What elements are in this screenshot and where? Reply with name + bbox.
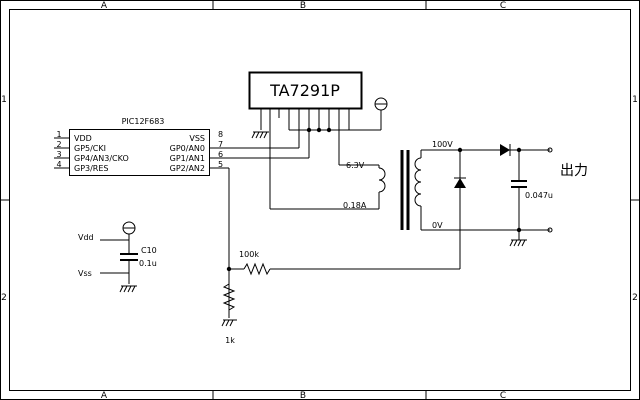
mcu-pin-gp0: GP0/AN0 [170, 144, 205, 153]
mcu-pin-gp3: GP3/RES [74, 164, 109, 173]
svg-text:4: 4 [56, 160, 61, 169]
secondary-high: 100V [432, 140, 453, 149]
svg-text:3: 3 [56, 150, 61, 159]
diode-output [500, 144, 510, 156]
output-cap-value: 0.047u [525, 191, 553, 200]
output-terminal-plus [547, 147, 553, 153]
mcu-pin-gp5: GP5/CKI [74, 144, 106, 153]
diode-sense [454, 178, 466, 188]
mcu-pin-gp4: GP4/AN3/CKO [74, 154, 129, 163]
vss-label: Vss [78, 269, 92, 278]
row-label-2: 2 [1, 293, 7, 303]
frame-inner [9, 9, 631, 391]
c10-ref: C10 [141, 246, 157, 255]
regulator-ic [248, 71, 363, 110]
mcu-pin-vdd: VDD [74, 134, 92, 143]
svg-text:2: 2 [56, 140, 61, 149]
col-label-c: C [500, 1, 506, 11]
transformer-secondary [414, 157, 422, 207]
output-terminal-minus [547, 227, 553, 233]
svg-text:1: 1 [56, 130, 61, 139]
primary-voltage: 6.3V [346, 161, 365, 170]
c10-value: 0.1u [139, 259, 157, 268]
col-label-c-bottom: C [500, 391, 506, 400]
resistor-1k [222, 283, 236, 311]
secondary-low: 0V [432, 221, 443, 230]
col-label-b-bottom: B [300, 391, 306, 400]
mcu-label: PIC12F683 [122, 117, 165, 126]
svg-text:7: 7 [218, 140, 223, 149]
mcu-pin-gp1: GP1/AN1 [170, 154, 205, 163]
mcu-pin-gp2: GP2/AN2 [170, 164, 205, 173]
row-label-1: 1 [1, 95, 7, 105]
transformer-primary [378, 167, 386, 193]
svg-text:8: 8 [218, 130, 223, 139]
col-label-a: A [101, 1, 108, 11]
svg-text:6: 6 [218, 150, 223, 159]
vdd-label: Vdd [78, 233, 94, 242]
col-label-a-bottom: A [101, 391, 108, 400]
col-label-b: B [300, 1, 306, 11]
regulator-label: TA7291P [269, 81, 340, 100]
resistor-100k [243, 262, 271, 276]
primary-current: 0.18A [343, 201, 367, 210]
svg-text:5: 5 [218, 160, 223, 169]
mcu-ic [69, 129, 210, 176]
r1-label: 100k [239, 250, 259, 259]
row-label-1-right: 1 [632, 95, 638, 105]
mcu-pin-vss: VSS [189, 134, 205, 143]
row-label-2-right: 2 [632, 293, 638, 303]
r2-label: 1k [225, 336, 235, 345]
output-label: 出力 [560, 163, 588, 179]
